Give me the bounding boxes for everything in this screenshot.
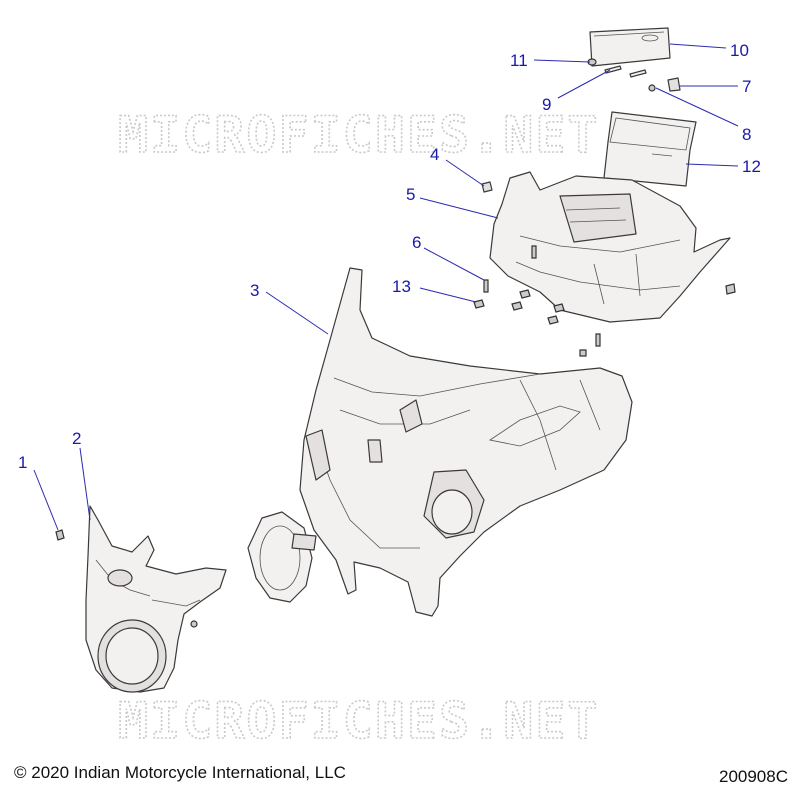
leader-12 xyxy=(685,163,739,167)
part-3-fairing xyxy=(299,267,633,617)
part-13-clip xyxy=(473,289,565,325)
part-12-tray xyxy=(603,111,697,187)
part-6-screw xyxy=(483,245,601,357)
callout-9: 9 xyxy=(542,95,551,114)
copyright-notice: © 2020 Indian Motorcycle International, … xyxy=(14,763,346,782)
callout-12: 12 xyxy=(742,157,761,176)
callout-5: 5 xyxy=(406,185,415,204)
leader-11 xyxy=(533,59,591,63)
callout-6: 6 xyxy=(412,233,421,252)
callout-7: 7 xyxy=(742,77,751,96)
leader-13 xyxy=(419,287,477,303)
leader-3 xyxy=(265,291,329,335)
callout-10: 10 xyxy=(730,41,749,60)
leader-4 xyxy=(445,159,485,187)
part-5-console xyxy=(489,171,736,323)
callout-13: 13 xyxy=(392,277,411,296)
watermark-bottom: MICROFICHES.NET xyxy=(118,692,600,750)
part-2-nacelle xyxy=(85,505,227,693)
callout-8: 8 xyxy=(742,125,751,144)
part-8-clip xyxy=(648,84,656,92)
leader-1 xyxy=(33,469,59,531)
callout-1: 1 xyxy=(18,453,27,472)
leader-10 xyxy=(669,43,727,49)
headlight-bracket xyxy=(247,511,317,603)
part-7-latch xyxy=(667,77,681,92)
callout-11: 11 xyxy=(510,51,528,70)
callout-2: 2 xyxy=(72,429,81,448)
callout-4: 4 xyxy=(430,145,439,164)
leader-8 xyxy=(655,87,739,127)
leader-6 xyxy=(423,247,485,281)
part-10-lid xyxy=(589,27,671,67)
part-9-pin xyxy=(604,65,647,78)
watermark-top: MICROFICHES.NET xyxy=(118,106,600,164)
leader-5 xyxy=(419,197,499,219)
part-1-screw xyxy=(55,529,65,541)
leader-2 xyxy=(79,447,91,521)
part-4-nut xyxy=(481,181,493,193)
diagram-reference-number: 200908C xyxy=(718,767,788,786)
leader-9 xyxy=(557,69,611,99)
callout-3: 3 xyxy=(250,281,259,300)
